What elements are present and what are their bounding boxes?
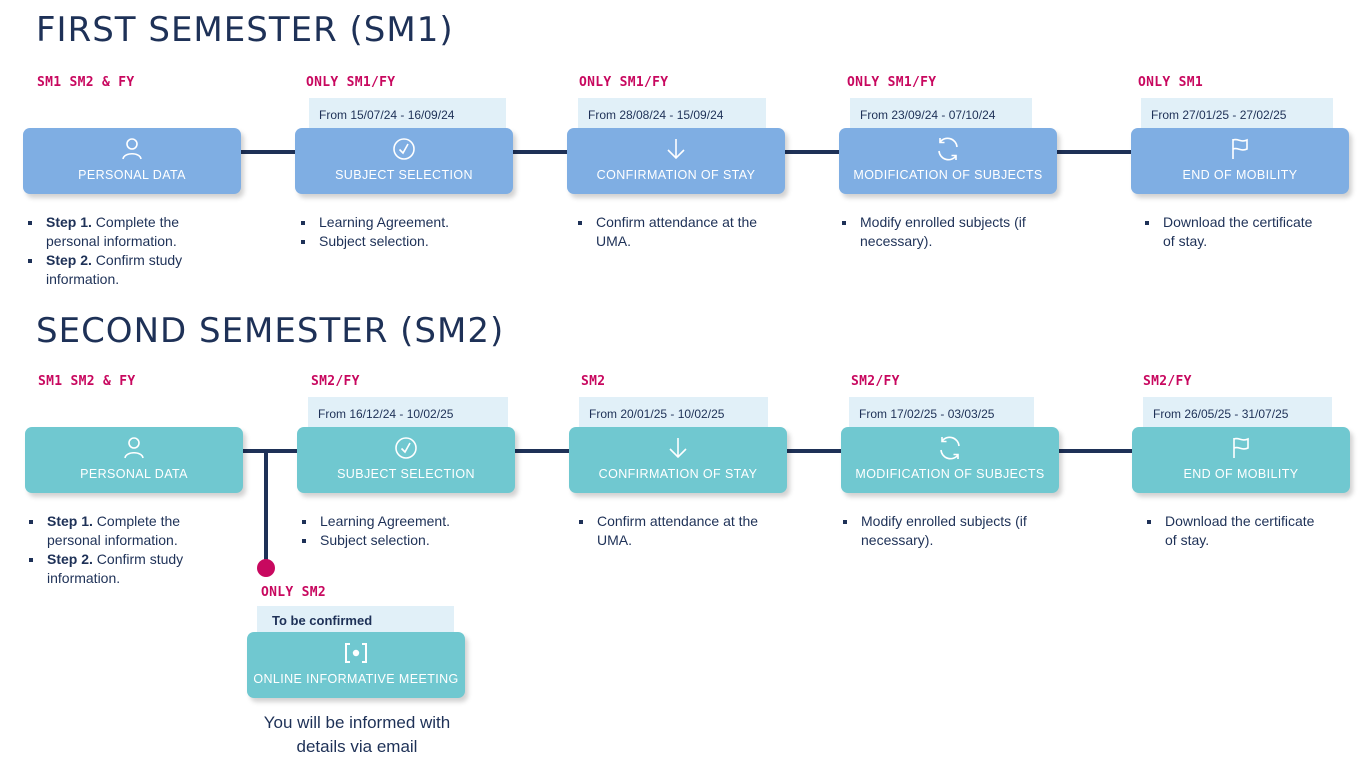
section-title-sm2: SECOND SEMESTER (SM2): [36, 311, 505, 351]
flag-icon: [1131, 136, 1349, 162]
arrow-down-icon: [569, 435, 787, 461]
step-bullets: Step 1. Complete the personal informatio…: [28, 213, 198, 289]
step-bullets: Download the certificate of stay.: [1145, 213, 1315, 251]
refresh-icon: [841, 435, 1059, 461]
step-bullets: Modify enrolled subjects (if necessary).: [842, 213, 1042, 251]
list-item: Step 1. Complete the personal informatio…: [29, 512, 199, 550]
section-title-sm1: FIRST SEMESTER (SM1): [36, 10, 454, 50]
list-item: Step 2. Confirm study information.: [29, 550, 199, 588]
step-tag: ONLY SM1/FY: [847, 75, 937, 90]
step-tag: ONLY SM1: [1138, 75, 1204, 90]
step-bullets: Modify enrolled subjects (if necessary).: [843, 512, 1043, 550]
step-box-personal-data[interactable]: PERSONAL DATA: [23, 128, 241, 194]
step-box-confirmation-of-stay[interactable]: CONFIRMATION OF STAY: [569, 427, 787, 493]
step-label: CONFIRMATION OF STAY: [596, 168, 756, 182]
step-box-modification-of-subjects[interactable]: MODIFICATION OF SUBJECTS: [841, 427, 1059, 493]
step-bullets: Learning Agreement. Subject selection.: [301, 213, 521, 251]
step-bullets: Confirm attendance at the UMA.: [579, 512, 779, 550]
step-label: CONFIRMATION OF STAY: [598, 467, 758, 481]
date-range: From 28/08/24 - 15/09/24: [578, 98, 766, 130]
list-item: Step 1. Complete the personal informatio…: [28, 213, 198, 251]
step-tag: SM2: [581, 374, 606, 389]
step-tag: SM1 SM2 & FY: [37, 75, 135, 90]
step-tag: SM2/FY: [1143, 374, 1192, 389]
arrow-down-icon: [567, 136, 785, 162]
list-item: Confirm attendance at the UMA.: [579, 512, 779, 550]
flag-icon: [1132, 435, 1350, 461]
step-tag: SM2/FY: [851, 374, 900, 389]
step-label: MODIFICATION OF SUBJECTS: [855, 467, 1045, 481]
step-label: END OF MOBILITY: [1182, 168, 1298, 182]
step-bullets: Download the certificate of stay.: [1147, 512, 1317, 550]
step-tag: ONLY SM1/FY: [306, 75, 396, 90]
step-box-subject-selection[interactable]: SUBJECT SELECTION: [297, 427, 515, 493]
meeting-tag: ONLY SM2: [261, 585, 327, 600]
step-label: SUBJECT SELECTION: [335, 168, 473, 182]
check-circle-icon: [295, 136, 513, 162]
date-range: From 27/01/25 - 27/02/25: [1141, 98, 1333, 130]
step-box-personal-data[interactable]: PERSONAL DATA: [25, 427, 243, 493]
branch-dot: [257, 559, 275, 577]
list-item: Modify enrolled subjects (if necessary).: [842, 213, 1042, 251]
step-label: MODIFICATION OF SUBJECTS: [853, 168, 1043, 182]
date-range: From 23/09/24 - 07/10/24: [850, 98, 1032, 130]
list-item: Subject selection.: [302, 531, 522, 550]
step-box-modification-of-subjects[interactable]: MODIFICATION OF SUBJECTS: [839, 128, 1057, 194]
webcam-icon: [247, 640, 465, 666]
step-label: SUBJECT SELECTION: [337, 467, 475, 481]
step-tag: SM1 SM2 & FY: [38, 374, 136, 389]
step-box-confirmation-of-stay[interactable]: CONFIRMATION OF STAY: [567, 128, 785, 194]
list-item: Download the certificate of stay.: [1145, 213, 1315, 251]
list-item: Modify enrolled subjects (if necessary).: [843, 512, 1043, 550]
check-circle-icon: [297, 435, 515, 461]
list-item: Subject selection.: [301, 232, 521, 251]
list-item: Learning Agreement.: [301, 213, 521, 232]
date-range: From 20/01/25 - 10/02/25: [579, 397, 768, 429]
step-label: PERSONAL DATA: [78, 168, 186, 182]
step-label: ONLINE INFORMATIVE MEETING: [253, 672, 459, 686]
step-bullets: Confirm attendance at the UMA.: [578, 213, 778, 251]
meeting-note: You will be informed with details via em…: [263, 713, 451, 756]
step-label: END OF MOBILITY: [1183, 467, 1299, 481]
step-box-subject-selection[interactable]: SUBJECT SELECTION: [295, 128, 513, 194]
refresh-icon: [839, 136, 1057, 162]
list-item: Learning Agreement.: [302, 512, 522, 531]
step-box-end-of-mobility[interactable]: END OF MOBILITY: [1132, 427, 1350, 493]
date-range: From 16/12/24 - 10/02/25: [308, 397, 508, 429]
step-box-online-informative-meeting[interactable]: ONLINE INFORMATIVE MEETING: [247, 632, 465, 698]
list-item: Download the certificate of stay.: [1147, 512, 1317, 550]
list-item: Step 2. Confirm study information.: [28, 251, 198, 289]
list-item: Confirm attendance at the UMA.: [578, 213, 778, 251]
date-range: From 26/05/25 - 31/07/25: [1143, 397, 1332, 429]
step-box-end-of-mobility[interactable]: END OF MOBILITY: [1131, 128, 1349, 194]
user-icon: [25, 435, 243, 461]
step-tag: ONLY SM1/FY: [579, 75, 669, 90]
date-range: From 17/02/25 - 03/03/25: [849, 397, 1034, 429]
step-bullets: Step 1. Complete the personal informatio…: [29, 512, 199, 588]
user-icon: [23, 136, 241, 162]
step-tag: SM2/FY: [311, 374, 360, 389]
step-bullets: Learning Agreement. Subject selection.: [302, 512, 522, 550]
date-range: From 15/07/24 - 16/09/24: [309, 98, 506, 130]
step-label: PERSONAL DATA: [80, 467, 188, 481]
branch-line: [264, 451, 268, 565]
